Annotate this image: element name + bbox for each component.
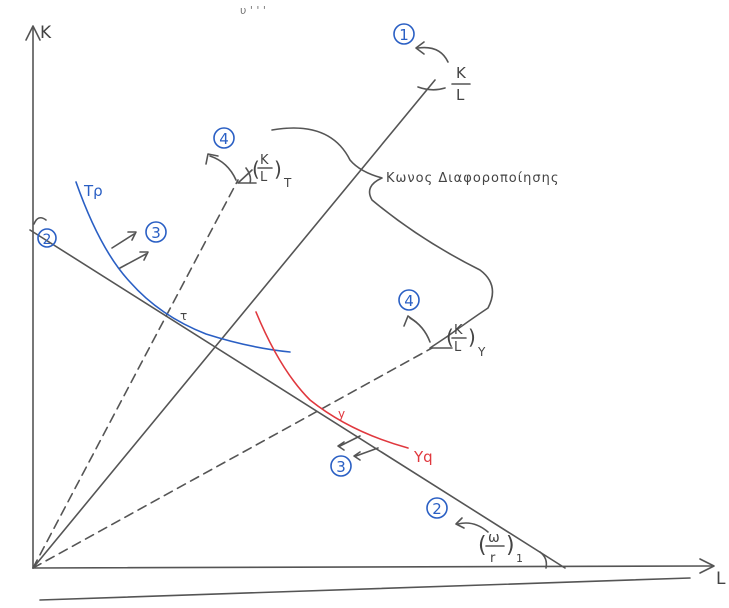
point-y-label: y	[338, 407, 345, 421]
k-axis-label: K	[40, 23, 52, 43]
marker-1-arrow-icon	[415, 41, 425, 55]
marker-4-right-arrow-icon	[403, 315, 417, 327]
marker-3-blue-circle	[145, 221, 167, 243]
ray-t-dashed	[32, 179, 239, 569]
bottom-arrow-1	[337, 435, 361, 451]
wr-ratio-denominator: r	[490, 551, 496, 566]
wr-ratio-subscript: 1	[516, 552, 523, 565]
svg-text:(: (	[478, 533, 487, 558]
lower-baseline	[39, 577, 691, 601]
isoquant-yq-label: Yq	[413, 448, 433, 466]
t-ratio-numerator: K	[260, 153, 269, 168]
l-axis	[32, 565, 713, 569]
marker-4-top-label: 4	[219, 130, 229, 148]
svg-text:): )	[274, 157, 282, 181]
isoquant-tp-label: Tρ	[83, 182, 103, 200]
point-t-label: τ	[180, 309, 187, 323]
svg-text:): )	[468, 325, 476, 349]
t-angle-mark	[237, 167, 257, 184]
marker-1-arrow	[417, 46, 449, 63]
y-ratio-numerator: K	[454, 323, 463, 338]
wr-angle-arc	[539, 551, 548, 569]
isoquant-tp-arrow-1	[111, 231, 137, 249]
y-angle-mark	[429, 335, 453, 349]
top-scribble: υ ' ' '	[240, 4, 266, 17]
marker-4-top-arrow-icon	[205, 153, 219, 165]
cone-brace	[271, 127, 494, 337]
marker-4-top-circle	[213, 127, 235, 149]
marker-2-bottom-arrow	[457, 522, 489, 533]
isocost-line	[29, 229, 566, 569]
isoquant-tp-arrow-2	[119, 251, 149, 269]
ray-1-ratio-denominator: L	[456, 86, 465, 104]
marker-3-bottom-label: 3	[336, 458, 346, 476]
l-axis-arrow-icon	[699, 558, 715, 574]
marker-4-right-circle	[398, 289, 420, 311]
isoquant-yq	[255, 311, 409, 449]
t-ratio-denominator: L	[260, 170, 268, 185]
svg-text:(: (	[446, 325, 454, 349]
marker-3-blue-label: 3	[151, 224, 161, 242]
marker-2-bottom-label: 2	[432, 500, 442, 518]
marker-4-right-label: 4	[404, 292, 414, 310]
svg-text:): )	[506, 533, 515, 558]
cone-label: Kωνος Διαφοροποίησης	[386, 171, 560, 186]
bottom-arrow-2	[353, 447, 379, 461]
marker-1-label: 1	[399, 26, 409, 44]
svg-text:(: (	[252, 157, 260, 181]
marker-2-top-arrow-icon	[33, 216, 47, 225]
t-ratio-subscript: T	[283, 176, 292, 190]
k-axis-arrow-icon	[25, 25, 41, 41]
ray-1-angle-arc	[417, 86, 446, 91]
marker-2-top-label: 2	[43, 232, 52, 248]
ray-y-dashed	[32, 347, 433, 569]
marker-3-bottom-circle	[330, 455, 352, 477]
ray-1-ratio-numerator: K	[456, 64, 467, 82]
y-ratio-denominator: L	[454, 340, 462, 355]
marker-4-top-arrow	[209, 155, 237, 181]
marker-2-bottom-arrow-icon	[455, 517, 465, 529]
ray-1	[32, 79, 436, 569]
marker-2-bottom-circle	[426, 497, 448, 519]
y-ratio-subscript: Y	[477, 345, 486, 359]
marker-2-top-circle	[37, 228, 57, 248]
wr-ratio-numerator: ω	[488, 530, 500, 546]
isoquant-tp	[75, 181, 291, 353]
marker-1-circle	[393, 23, 415, 45]
marker-4-right-arrow	[409, 317, 431, 343]
l-axis-label: L	[716, 569, 726, 589]
